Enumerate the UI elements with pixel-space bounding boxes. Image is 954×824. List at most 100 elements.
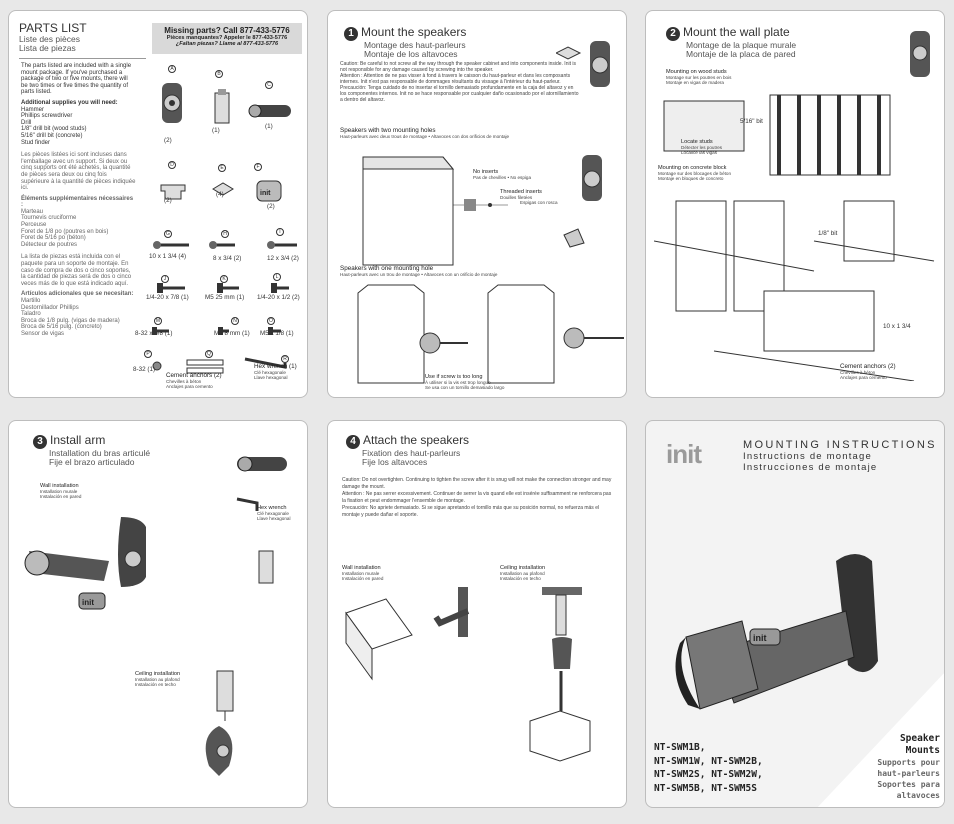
part-letter-d: D [168,161,176,169]
step3-hex: Hex wrench [257,505,287,511]
supplies-head-fr: Éléments supplémentaires nécessaires : [21,195,134,209]
threaded-inserts-label: Threaded inserts Douilles filetées Espig… [500,189,558,206]
step1-title-fr: Montage des haut-parleurs [364,40,466,50]
anchors-en: Cement anchors (2) [166,372,222,379]
step1-header-illustration [556,41,610,87]
part-letter-g: G [164,230,172,238]
step3-title-fr: Installation du bras articulé [49,448,151,458]
step4-wall-es: Instalación en pared [342,576,384,582]
step3-title-es: Fije el brazo articulado [49,457,135,467]
cover-title: MOUNTING INSTRUCTIONS [743,439,937,451]
intro-fr: Les pièces listées ici sont incluses dan… [21,152,136,192]
supply-item: Phillips screwdriver [21,113,73,120]
supply-item: Détecteur de poutres [21,241,78,248]
too-long-fr: À utiliser si la vis est trop longue [425,380,491,385]
concrete-fr: Montage sur des blocages de béton [658,171,732,176]
bit-1-8: 1/8" bit [818,230,838,237]
part-qty-e: (4) [216,191,224,198]
part-qty-f: (2) [267,203,275,210]
part-letter-i: I [276,228,284,236]
model-line-1: NT-SWM1B, [654,742,706,753]
step4-attention: Attention : Ne pas serrer excessivement.… [342,491,612,504]
step2-title-es: Montaje de la placa de pared [686,49,796,59]
product-en2: Mounts [905,745,940,756]
wood-es: Montaje en vigas de madera [666,80,724,86]
part-letter-b: B [215,70,223,78]
step3-ceiling-fr: Installation au plafond [135,677,180,682]
supply-item: Martillo [21,298,41,304]
step3-hex-es: Llave hexagonal [257,516,291,522]
part-letter-n: N [231,317,239,325]
step4-warnings: Caution: Do not overtighten. Continuing … [342,477,614,519]
part-n-screw-icon [218,327,229,335]
part-qty-p: 8-32 (1) [133,366,156,373]
threaded-fr: Douilles filetées [500,195,533,200]
cover-panel: init MOUNTING INSTRUCTIONS Instructions … [645,420,945,808]
bit-5-16: 5/16" bit [740,118,763,125]
hex-en: Hex wrench (1) [254,363,297,370]
two-holes-sub: Haut-parleurs avec deux trous de montage… [340,134,510,139]
divider [19,58,146,59]
product-fr1: Supports pour [877,758,940,767]
step3-wall: Wall installation [40,483,79,489]
wood-studs-label: Mounting on wood studs Montage sur les p… [666,69,731,86]
step3-title: Install arm [50,433,106,447]
step4-ceiling-label: Ceiling installation Installation au pla… [500,565,545,582]
too-long: Use if screw is too long [425,374,483,380]
part-j-bolt-icon [157,283,185,293]
model-line-2: NT-SWM1W, NT-SWM2B, [654,755,763,767]
part-qty-k: M5 25 mm (1) [205,294,245,301]
part-letter-m: M [154,317,162,325]
step1-warnings: Caution: Be careful to not screw all the… [340,61,580,103]
step1-illustration [357,155,624,384]
part-letter-c: C [265,81,273,89]
supply-item: Marteau [21,208,44,215]
step1-title: Mount the speakers [361,25,467,39]
part-letter-f: F [254,163,262,171]
supplies-head-es: Artículos adicionales que se necesitan: [21,291,134,298]
parts-list-panel: PARTS LIST Liste des pièces Lista de pie… [8,10,308,398]
missing-parts-en: Missing parts? Call 877-433-5776 [164,26,290,35]
supply-item: Hammer [21,106,45,113]
intro-es: La lista de piezas está incluida con el … [21,254,132,287]
no-inserts-label: No inserts Pas de chevilles • No espiga [473,169,531,180]
step1-precaucion: Precaución: Tenga cuidado de no insertar… [340,85,579,103]
step4-ceiling: Ceiling installation [500,565,546,571]
part-qty-c: (1) [265,123,273,130]
concrete: Mounting on concrete block [658,165,727,171]
part-letter-j: J [161,275,169,283]
cover-title-block: MOUNTING INSTRUCTIONS Instructions de mo… [743,439,937,473]
too-long-es: Se usa con un tornillo demasiado largo [425,385,505,391]
step2-anchors-fr: Chevilles à béton [840,370,876,375]
part-qty-a: (2) [164,137,172,144]
step4-title: Attach the speakers [363,433,470,447]
supply-item: Broca de 5/16 pulg. (concreto) [21,324,102,331]
step2-anchors-label: Cement anchors (2) Chevilles à béton Anc… [840,363,896,381]
locate: Locate studs [681,139,713,145]
step3-ceiling-label: Ceiling installation Installation au pla… [135,671,180,688]
cover-illustration: init [675,554,944,807]
parts-list-title-fr: Liste des pièces [19,34,80,44]
supply-item: Foret de 1/8 po (poutres en bois) [21,228,109,235]
supply-item: Destornillador Phillips [21,304,79,311]
part-letter-p: P [144,350,152,358]
supply-item: Taladro [21,311,41,318]
model-line-4: NT-SWM5B, NT-SWM5S [654,782,757,794]
product-name: Speaker Mounts Supports pour haut-parleu… [877,733,940,801]
model-list: NT-SWM1B, NT-SWM1W, NT-SWM2B, NT-SWM2S, … [654,741,763,795]
locate-es: Localice las vigas [681,150,718,156]
part-qty-i: 12 x 3/4 (2) [267,255,299,262]
step3-hex-label: Hex wrench Clé hexagonale Llave hexagona… [257,505,290,522]
supply-item: Drill [21,119,32,126]
step4-illustration [345,587,591,762]
hex-es: Llave hexagonal [254,375,288,381]
step4-wall-label: Wall installation Installation murale In… [342,565,383,582]
supply-item: Stud finder [21,139,51,146]
locate-studs-label: Locate studs Détecter les poutres Locali… [681,139,722,156]
supplies-head-en: Additional supplies you will need: [21,99,118,106]
part-r-hex-wrench-icon [244,357,287,369]
parts-list-title-es: Lista de piezas [19,43,76,53]
